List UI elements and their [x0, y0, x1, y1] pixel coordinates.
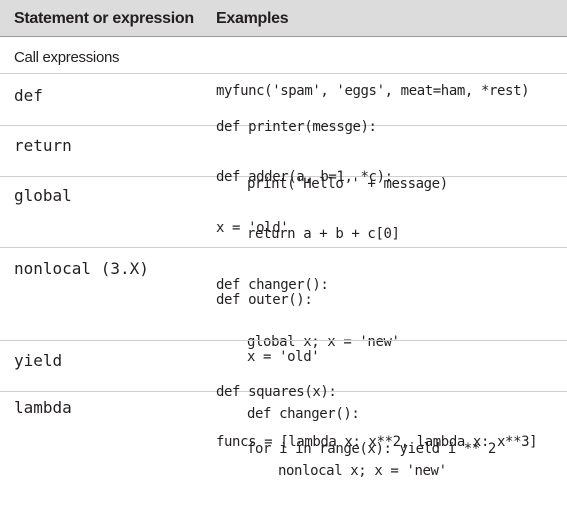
code-line: def changer():: [216, 277, 329, 293]
example-code: x = 'old' def changer(): global x; x = '…: [216, 181, 400, 390]
column-header-examples: Examples: [216, 10, 289, 27]
statement-cell: Call expressions: [14, 49, 120, 66]
example-code: def adder(a, b=1, *c): return a + b + c[…: [216, 130, 400, 282]
code-line: def changer():: [247, 406, 360, 422]
code-line: funcs = [lambda x: x**2, lambda x: x**3]: [216, 434, 538, 450]
table-row-call-expressions: Call expressions myfunc('spam', 'eggs', …: [0, 37, 567, 99]
code-line: myfunc('spam', 'eggs', meat=ham, *rest): [216, 83, 530, 99]
code-line: global x; x = 'new': [247, 334, 400, 350]
statement-examples-table: Statement or expression Examples Call ex…: [0, 0, 567, 479]
example-code: funcs = [lambda x: x**2, lambda x: x**3]: [216, 395, 538, 490]
code-line: return a + b + c[0]: [247, 226, 400, 242]
code-line: def squares(x):: [216, 384, 337, 400]
example-code: myfunc('spam', 'eggs', meat=ham, *rest): [216, 44, 530, 139]
table-row-lambda: lambda funcs = [lambda x: x**2, lambda x…: [0, 392, 567, 450]
code-line: def adder(a, b=1, *c):: [216, 169, 393, 185]
statement-cell: global: [14, 186, 72, 205]
code-line: x = 'old': [216, 220, 289, 236]
table-row-nonlocal: nonlocal (3.X) def outer(): x = 'old' de…: [0, 248, 567, 479]
statement-cell: yield: [14, 351, 63, 370]
statement-cell: def: [14, 86, 43, 105]
code-line: def outer():: [216, 292, 313, 308]
example-code: def printer(messge): print('Hello ' + me…: [216, 80, 448, 232]
code-line: x = 'old': [247, 349, 320, 365]
table-row-yield: yield def squares(x): for i in range(x):…: [0, 341, 567, 457]
code-line: def printer(messge):: [216, 119, 377, 135]
code-line: print('Hello ' + message): [247, 176, 448, 192]
statement-cell: return: [14, 136, 72, 155]
column-header-statement: Statement or expression: [14, 10, 194, 27]
table-row-return: return def adder(a, b=1, *c): return a +…: [0, 126, 567, 242]
table-row-def: def def printer(messge): print('Hello ' …: [0, 74, 567, 192]
table-header: Statement or expression Examples: [0, 0, 567, 37]
statement-cell: lambda: [14, 398, 72, 417]
table-row-global: global x = 'old' def changer(): global x…: [0, 177, 567, 350]
statement-cell: nonlocal (3.X): [14, 259, 149, 278]
